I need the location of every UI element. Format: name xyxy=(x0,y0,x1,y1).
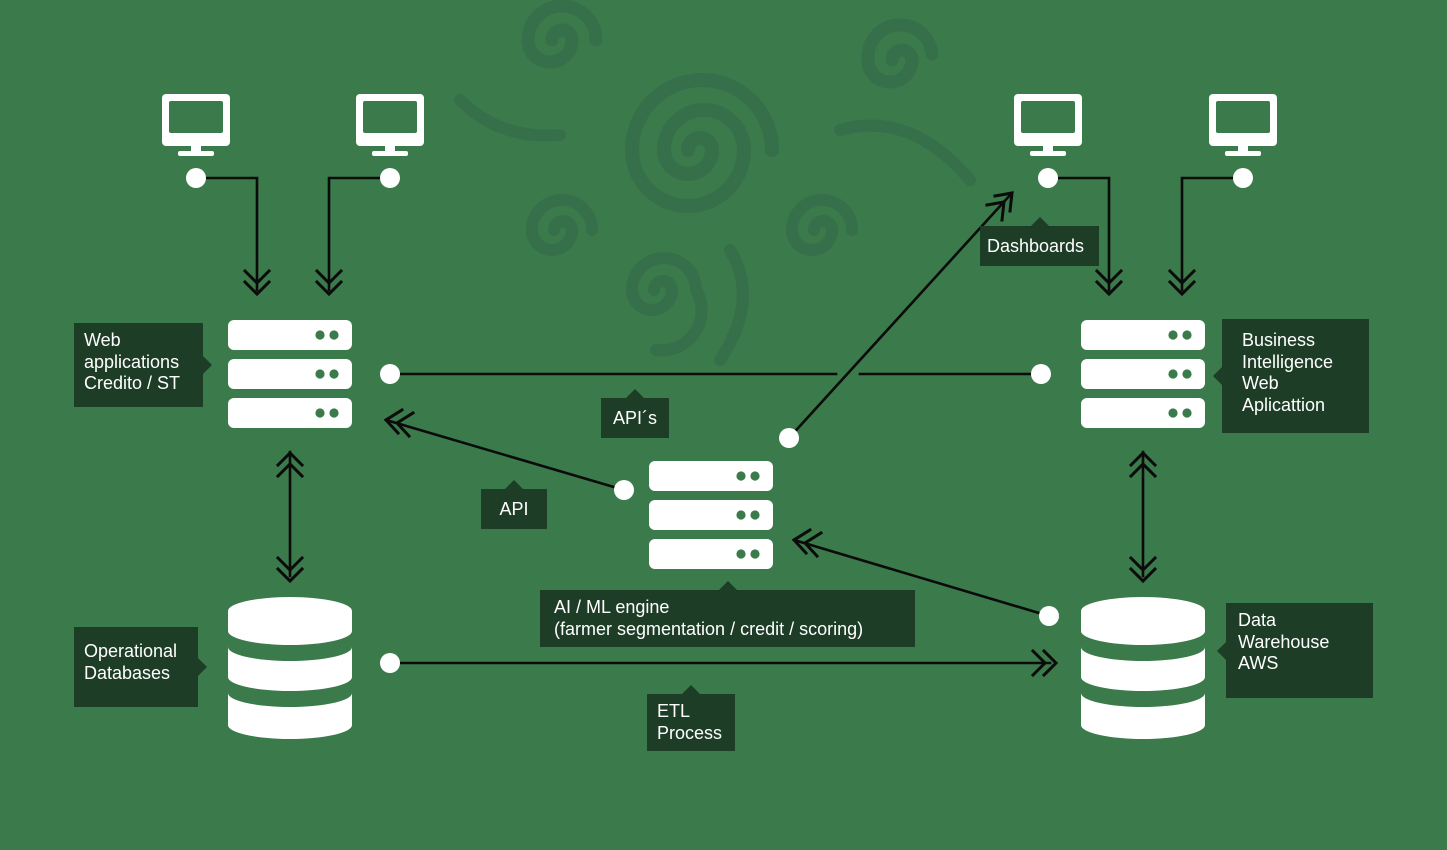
monitor-icon xyxy=(1209,94,1277,156)
label-line: API´s xyxy=(612,408,657,428)
monitor-icon xyxy=(162,94,230,156)
label-line: (farmer segmentation / credit / scoring) xyxy=(554,618,864,639)
data-warehouse-label: Data Warehouse AWS xyxy=(1217,603,1373,698)
label-line: ETL xyxy=(657,701,691,721)
apis-label: API´s xyxy=(601,389,669,438)
etl-process-label: ETL Process xyxy=(647,685,735,751)
label-line: Dashboards xyxy=(987,236,1085,256)
data-warehouse-database-icon xyxy=(1081,597,1205,739)
label-line: Credito / ST xyxy=(84,373,181,393)
monitor-icon xyxy=(356,94,424,156)
operational-database-icon xyxy=(228,597,352,739)
label-line: Operational xyxy=(84,641,178,661)
label-line: applications xyxy=(84,351,180,372)
bi-server-icon xyxy=(1081,320,1205,428)
label-line: Databases xyxy=(84,662,171,683)
bi-web-application-label: Business Intelligence Web Aplicattion xyxy=(1213,319,1369,433)
ai-ml-engine-label: AI / ML engine (farmer segmentation / cr… xyxy=(540,581,915,647)
connector-dots xyxy=(186,168,1253,673)
label-line: Warehouse xyxy=(1238,631,1330,652)
label-line: Web xyxy=(84,330,121,350)
web-apps-server-icon xyxy=(228,320,352,428)
label-line: Web xyxy=(1242,373,1279,393)
dashboards-label: Dashboards xyxy=(980,217,1099,266)
label-line: Intelligence xyxy=(1242,351,1334,372)
web-applications-label: Web applications Credito / ST xyxy=(74,323,212,407)
label-line: Process xyxy=(657,722,723,743)
operational-databases-label: Operational Databases xyxy=(74,627,207,707)
label-line: AWS xyxy=(1238,653,1279,673)
label-line: Aplicattion xyxy=(1242,394,1326,415)
label-line: Business xyxy=(1242,330,1316,350)
label-line: Data xyxy=(1238,610,1277,630)
ai-engine-server-icon xyxy=(649,461,773,569)
background-swirls xyxy=(454,0,976,366)
label-line: AI / ML engine xyxy=(554,597,670,617)
monitor-icon xyxy=(1014,94,1082,156)
api-label: API xyxy=(481,480,547,529)
label-line: API xyxy=(499,499,529,519)
connectors xyxy=(194,176,1245,678)
